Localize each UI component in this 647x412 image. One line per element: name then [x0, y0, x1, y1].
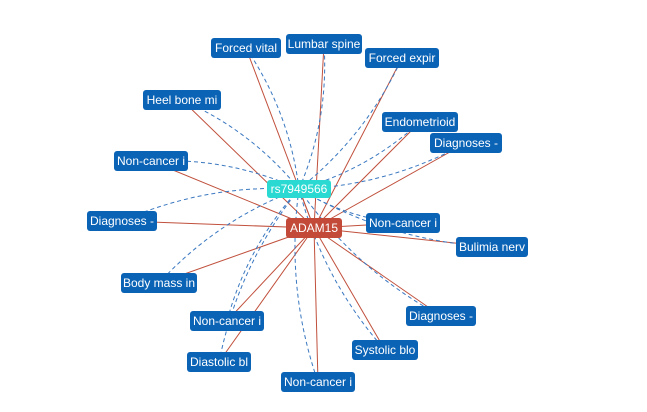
trait-node[interactable]: Non-cancer i [114, 151, 188, 171]
trait-node[interactable]: Diagnoses - [87, 211, 157, 231]
node-label: Diagnoses - [409, 309, 473, 323]
edge-snp-t13 [226, 188, 300, 322]
trait-node[interactable]: Bulimia nerv [456, 237, 528, 257]
node-box [114, 151, 188, 171]
node-label: ADAM15 [290, 221, 338, 235]
node-label: Lumbar spine [288, 37, 361, 51]
node-box [121, 273, 197, 293]
edge-snp-t14 [298, 188, 386, 351]
node-box [281, 372, 355, 392]
node-box [267, 180, 331, 198]
trait-node[interactable]: Endometrioid [382, 112, 458, 132]
trait-node[interactable]: Diagnoses - [430, 133, 502, 153]
node-box [406, 306, 476, 326]
node-box [211, 38, 281, 58]
node-box [366, 213, 440, 233]
edge-snp-t16 [294, 188, 319, 383]
edge-gene-t16 [313, 227, 319, 383]
node-box [286, 218, 342, 238]
node-label: Non-cancer i [284, 375, 352, 389]
trait-node[interactable]: Non-cancer i [281, 372, 355, 392]
trait-node[interactable]: Systolic blo [352, 340, 418, 360]
edge-gene-t4 [181, 99, 315, 229]
node-box [143, 90, 221, 110]
node-label: rs7949566 [271, 182, 328, 196]
edge-gene-t7 [150, 160, 315, 229]
edge-snp-t15 [218, 188, 300, 363]
trait-node[interactable]: Body mass in [121, 273, 197, 293]
edge-gene-t6 [313, 142, 467, 229]
trait-node[interactable]: Forced vital [211, 38, 281, 58]
node-label: Bulimia nerv [459, 240, 525, 254]
node-label: Diastolic bl [190, 355, 248, 369]
node-box [286, 34, 362, 54]
edge-gene-t14 [313, 227, 386, 351]
node-box [382, 112, 458, 132]
node-box [352, 340, 418, 360]
trait-node[interactable]: Lumbar spine [286, 34, 362, 54]
node-label: Non-cancer i [369, 216, 437, 230]
node-box [365, 48, 439, 68]
trait-node[interactable]: Non-cancer i [190, 311, 264, 331]
node-label: Body mass in [123, 276, 195, 290]
trait-node[interactable]: Non-cancer i [366, 213, 440, 233]
edge-snp-t3 [298, 57, 403, 190]
edge-gene-t3 [313, 57, 403, 229]
node-box [187, 352, 251, 372]
trait-node[interactable]: Diastolic bl [187, 352, 251, 372]
node-label: Non-cancer i [193, 314, 261, 328]
node-box [456, 237, 528, 257]
trait-node[interactable]: Diagnoses - [406, 306, 476, 326]
node-box [430, 133, 502, 153]
node-label: Systolic blo [355, 343, 416, 357]
node-label: Endometrioid [385, 115, 456, 129]
node-box [87, 211, 157, 231]
node-box [190, 311, 264, 331]
trait-node[interactable]: Forced expir [365, 48, 439, 68]
edge-snp-t11 [158, 188, 300, 284]
node-label: Non-cancer i [117, 154, 185, 168]
trait-node[interactable]: Heel bone mi [143, 90, 221, 110]
node-label: Diagnoses - [90, 214, 154, 228]
node-label: Forced expir [369, 51, 436, 65]
edge-gene-t15 [218, 227, 315, 363]
node-label: Forced vital [215, 41, 277, 55]
node-label: Heel bone mi [147, 93, 218, 107]
edge-gene-t5 [313, 121, 421, 229]
snp-node[interactable]: rs7949566 [267, 180, 331, 198]
node-label: Diagnoses - [434, 136, 498, 150]
edge-snp-t2 [298, 43, 326, 190]
edge-gene-t12 [313, 227, 442, 317]
edge-snp-t1 [245, 47, 300, 190]
edge-snp-t4 [181, 99, 300, 190]
edge-snp-t12 [298, 188, 442, 317]
edge-gene-t13 [226, 227, 315, 322]
gene-node[interactable]: ADAM15 [286, 218, 342, 238]
